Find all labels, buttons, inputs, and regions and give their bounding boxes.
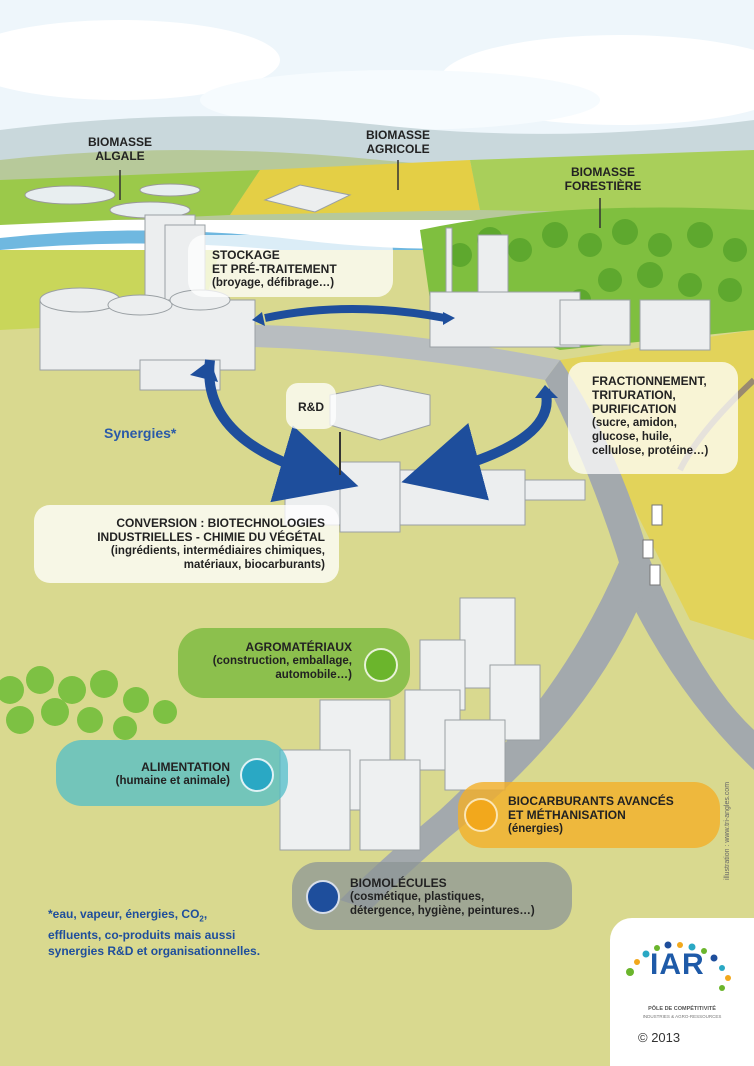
synergy-arrowhead	[252, 312, 265, 326]
trucks	[642, 504, 663, 586]
synergy-arrowhead	[443, 312, 455, 325]
label-rd: R&D	[298, 400, 324, 414]
synergy-arrow-right	[401, 388, 552, 501]
iar-subtitle-small: INDUSTRIES & AGRO-RESSOURCES	[642, 1014, 722, 1019]
biocarburants-pill	[458, 782, 720, 848]
stockage-box	[188, 235, 393, 297]
label-biomasse-agricole: BIOMASSE AGRICOLE	[365, 128, 430, 156]
synergy-arrow-top	[264, 305, 446, 322]
label-biomasse-forestiere: BIOMASSE FORESTIÈRE	[564, 165, 642, 193]
algae-pond	[24, 185, 116, 205]
label-stockage: STOCKAGE ET PRÉ-TRAITEMENT (broyage, déf…	[212, 248, 337, 289]
footnote: *eau, vapeur, énergies, CO2, effluents, …	[48, 907, 261, 959]
label-fractionnement: FRACTIONNEMENT, TRITURATION, PURIFICATIO…	[592, 374, 709, 457]
label-biocarburants: BIOCARBURANTS AVANCÉS ET MÉTHANISATION (…	[508, 794, 674, 835]
field-green	[470, 150, 754, 215]
iar-logo-text: IAR	[650, 948, 705, 981]
copyright: © 2013	[638, 1030, 681, 1045]
forest-trees-left	[0, 666, 177, 740]
building-agricole	[263, 184, 352, 213]
label-agromateriaux: AGROMATÉRIAUX (construction, emballage, …	[212, 640, 352, 681]
biocarburants-dot	[464, 798, 498, 832]
rd-box	[286, 383, 336, 429]
iar-subtitle: PÔLE DE COMPÉTITIVITÉ	[648, 1006, 716, 1012]
biomolecules-dot	[306, 880, 340, 914]
synergy-arrowhead	[535, 385, 558, 398]
iar-logo-card: IAR PÔLE DE COMPÉTITIVITÉ INDUSTRIES & A…	[610, 918, 754, 1066]
cloud	[0, 20, 280, 100]
conversion-box	[34, 505, 339, 583]
alimentation-dot	[240, 758, 274, 792]
forest-trees	[448, 219, 747, 311]
fractionnement-box	[568, 362, 738, 474]
label-conversion: CONVERSION : BIOTECHNOLOGIES INDUSTRIELL…	[97, 516, 325, 571]
cloud	[200, 70, 600, 130]
factory-right	[429, 227, 711, 351]
city	[279, 597, 541, 851]
iar-dots-icon	[626, 941, 731, 991]
algae-pond	[139, 183, 201, 197]
label-biomolecules: BIOMOLÉCULES (cosmétique, plastiques, dé…	[350, 876, 535, 917]
label-alimentation: ALIMENTATION (humaine et animale)	[115, 760, 230, 787]
label-biomasse-algale: BIOMASSE ALGALE	[87, 135, 152, 163]
label-synergies: Synergies*	[104, 425, 177, 441]
agromateriaux-dot	[364, 648, 398, 682]
illustration-credit: illustration : www.tri-angles.com	[724, 781, 731, 880]
synergy-arrowhead	[190, 360, 218, 382]
field-green	[0, 170, 260, 225]
